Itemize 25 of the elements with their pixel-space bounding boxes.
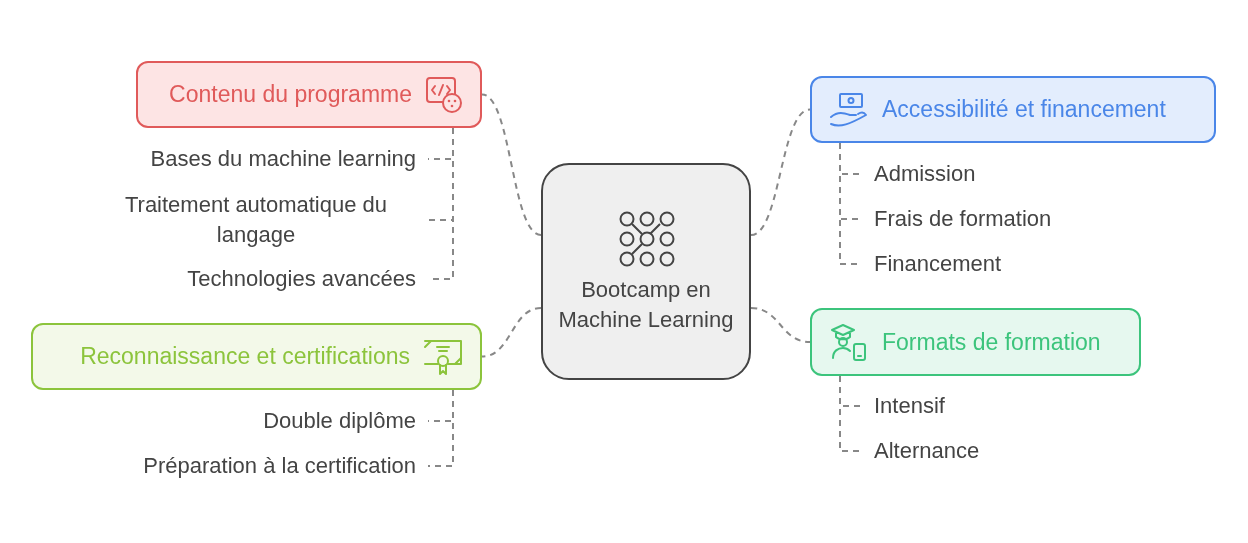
- topic-box: [810, 76, 1216, 143]
- subtopic-label: Double diplôme: [80, 406, 428, 436]
- dashed-connector: [750, 307, 811, 343]
- subtopic-label: Technologies avancées: [80, 264, 428, 294]
- dashed-connector: [481, 93, 542, 236]
- subtopic-label: Admission: [862, 159, 1162, 189]
- central-topic-box: [541, 163, 751, 380]
- dashed-connector: [481, 307, 542, 358]
- subtopic-label: Intensif: [862, 391, 1162, 421]
- subtopic-label: Bases du machine learning: [80, 144, 428, 174]
- subtopic-label: Frais de formation: [862, 204, 1162, 234]
- subtopic-label: Alternance: [862, 436, 1162, 466]
- subtopic-label: Traitement automatique du langage: [96, 189, 428, 251]
- topic-box: [31, 323, 482, 390]
- dashed-connector: [750, 108, 811, 236]
- topic-title: Reconnaissance et certifications: [80, 342, 410, 372]
- topic-title: Contenu du programme: [169, 80, 412, 110]
- subtopic-label: Préparation à la certification: [60, 451, 428, 481]
- topic-box: [810, 308, 1141, 376]
- topic-box: [136, 61, 482, 128]
- dashed-connector: [427, 389, 454, 467]
- subtopic-label: Financement: [862, 249, 1162, 279]
- topic-title: Formats de formation: [882, 327, 1101, 357]
- central-topic-title: Bootcamp en Machine Learning: [557, 275, 735, 334]
- topic-title: Accessibilité et financement: [882, 95, 1166, 125]
